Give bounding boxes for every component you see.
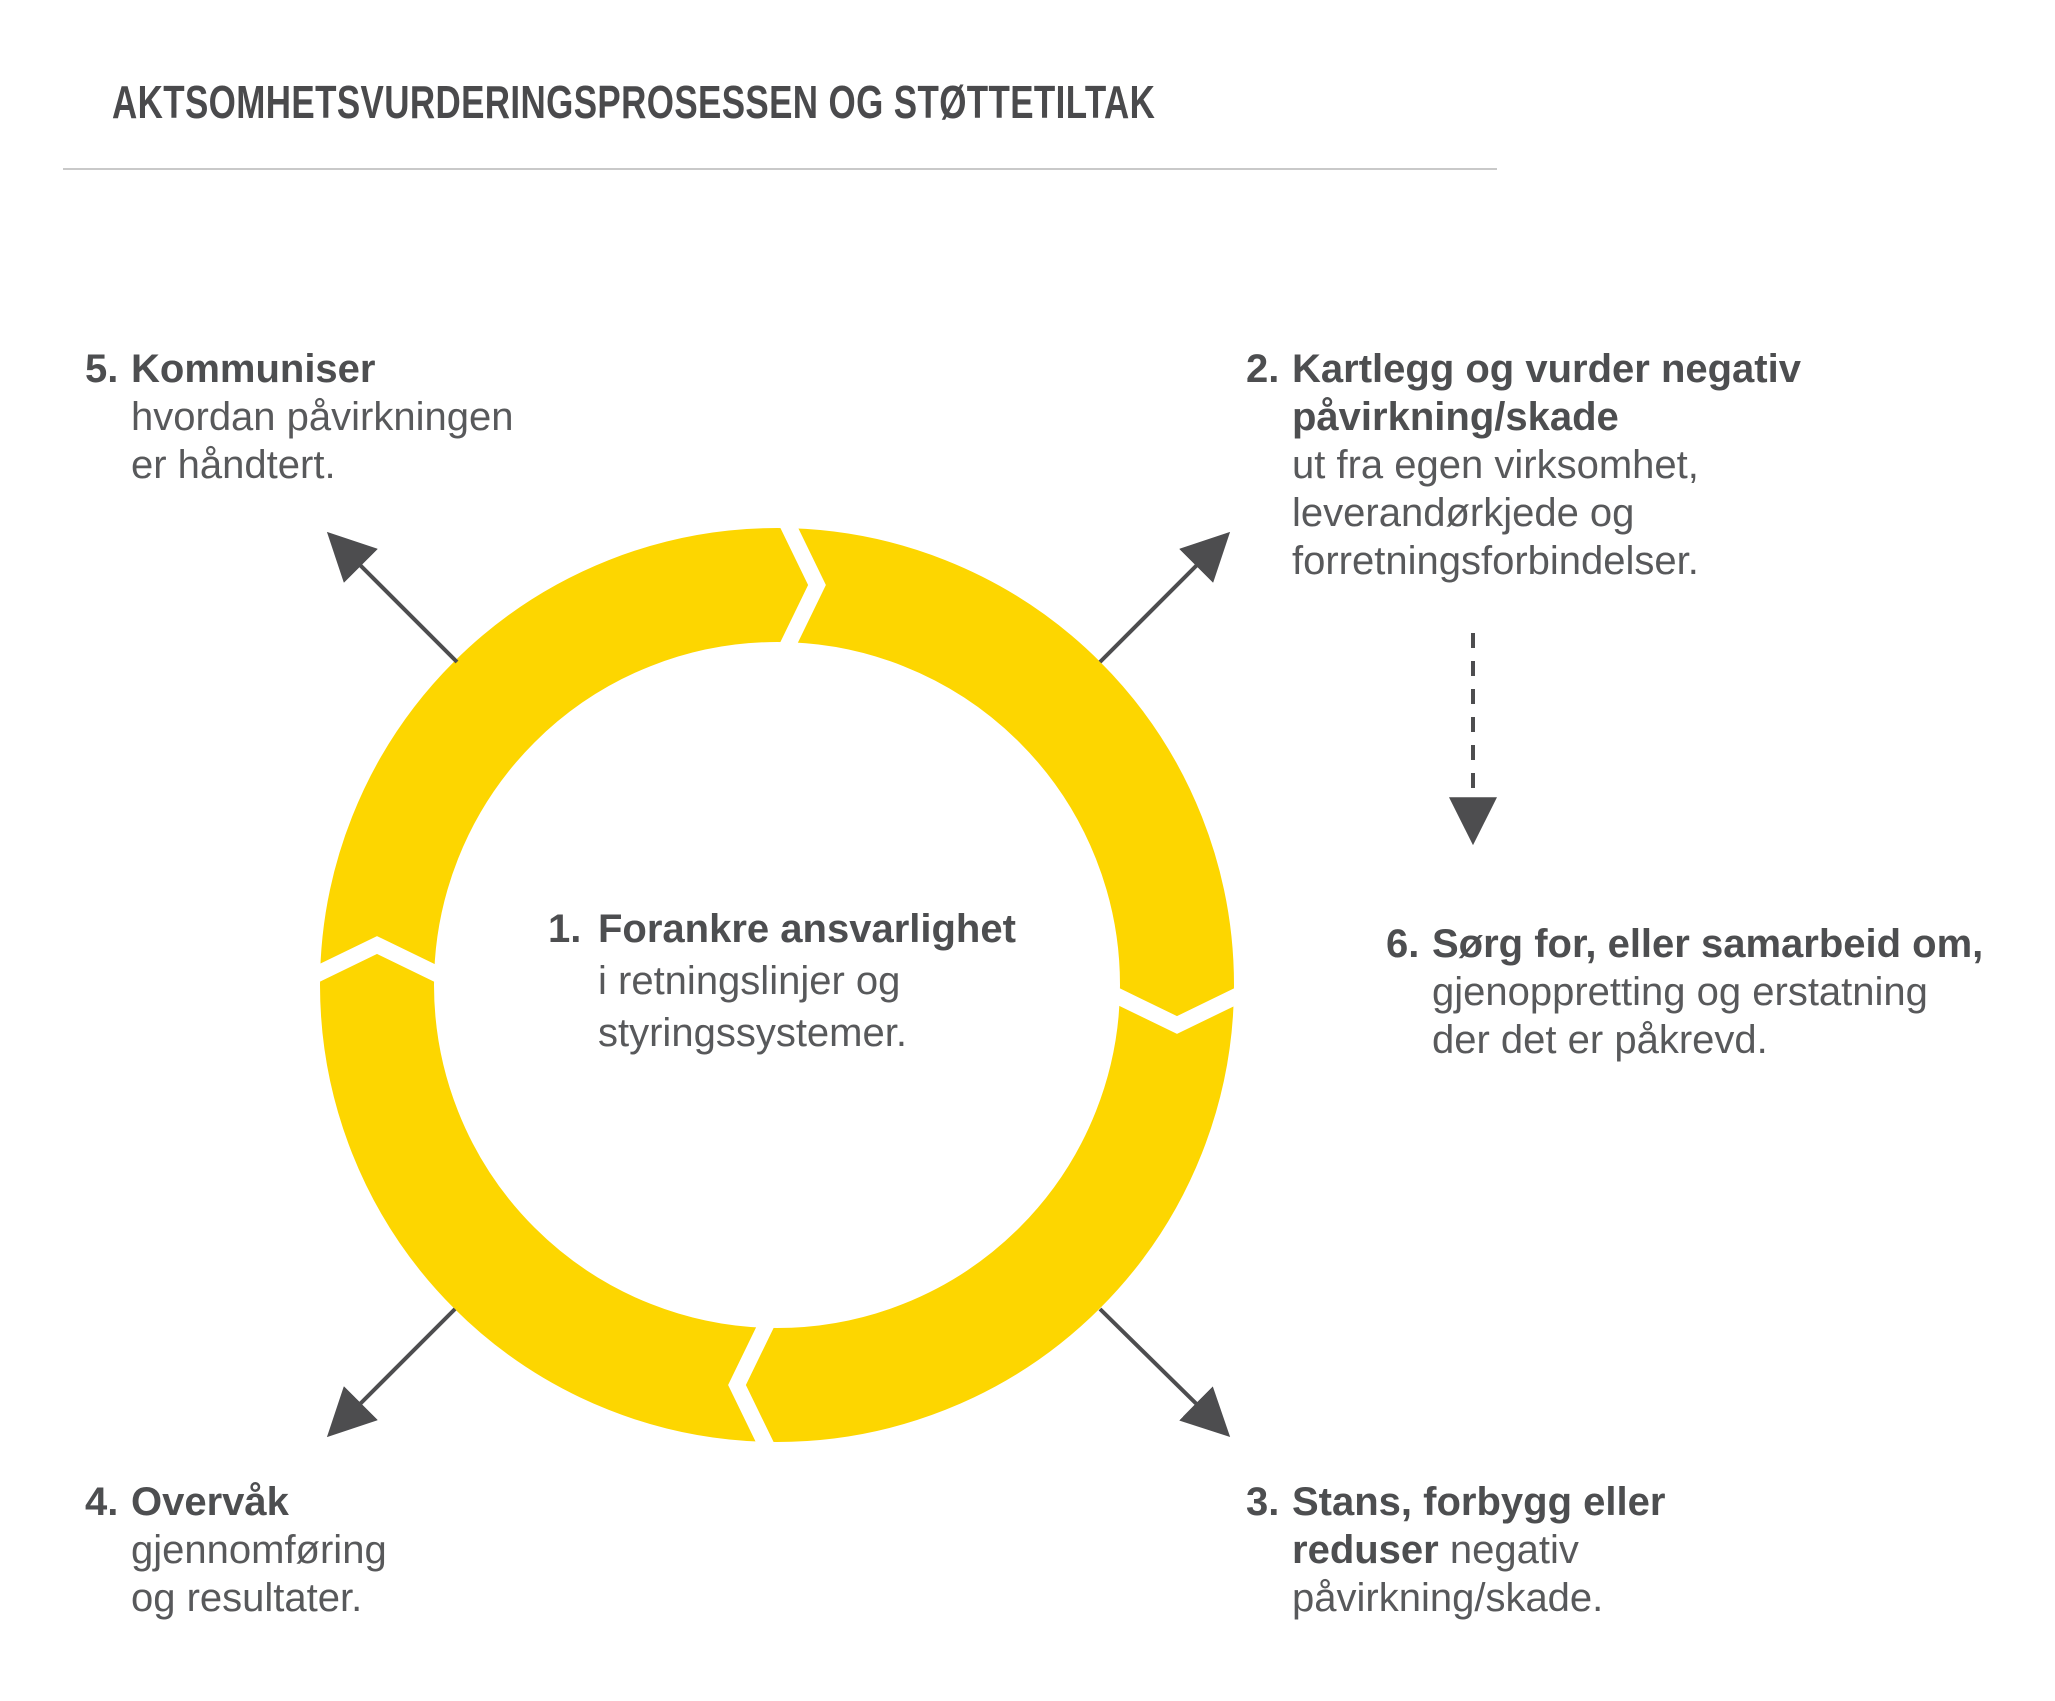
step-5-number: 5.	[85, 347, 119, 391]
page-title: AKTSOMHETSVURDERINGSPROSESSEN OG STØTTET…	[112, 75, 1485, 129]
text-line: hvordan påvirkningen	[131, 395, 514, 439]
text-line: ut fra egen virksomhet,	[1292, 443, 1699, 487]
text-line: i retningslinjer og	[598, 959, 901, 1003]
text-line: og resultater.	[131, 1576, 363, 1620]
step-2-number: 2.	[1246, 347, 1280, 391]
step-1-label: 1. Forankre ansvarlighet i retningslinjer…	[548, 903, 1016, 1059]
text-line: påvirkning/skade.	[1292, 1576, 1604, 1620]
text-line: der det er påkrevd.	[1432, 1018, 1768, 1062]
page-title-text: AKTSOMHETSVURDERINGSPROSESSEN OG STØTTET…	[112, 76, 1156, 128]
text-line: Kommuniser	[131, 347, 376, 391]
text-line: gjennomføring	[131, 1528, 387, 1572]
text-line: styringssystemer.	[598, 1011, 907, 1055]
text-line: forretningsforbindelser.	[1292, 539, 1699, 583]
text-line: Sørg for, eller samarbeid om,	[1432, 922, 1984, 966]
text-line: leverandørkjede og	[1292, 491, 1635, 535]
step-1-text: Forankre ansvarlighet i retningslinjer og…	[598, 903, 1016, 1059]
step-6-label: 6. Sørg for, eller samarbeid om,gjenoppr…	[1386, 920, 1983, 1064]
arrow-to-step2-icon	[1098, 531, 1231, 664]
arrow-to-step3-icon	[1098, 1307, 1231, 1438]
title-divider	[63, 168, 1497, 170]
step-1-number: 1.	[548, 907, 582, 951]
step-6-text: Sørg for, eller samarbeid om,gjenopprett…	[1432, 920, 1983, 1064]
text-line: er håndtert.	[131, 443, 336, 487]
text-line: Kartlegg og vurder negativ	[1292, 347, 1801, 391]
step-3-number: 3.	[1246, 1480, 1280, 1524]
arrow-to-step5-icon	[326, 531, 459, 664]
text-line: reduser negativ	[1292, 1528, 1579, 1572]
step-4-number: 4.	[85, 1480, 119, 1524]
cycle-ring	[320, 528, 1234, 1442]
arrow-to-step4-icon	[326, 1307, 457, 1438]
text-line: påvirkning/skade	[1292, 395, 1619, 439]
text-line: Overvåk	[131, 1480, 289, 1524]
text-line: Forankre ansvarlighet	[598, 907, 1016, 951]
step-6-number: 6.	[1386, 922, 1420, 966]
text-line: Stans, forbygg eller	[1292, 1480, 1666, 1524]
text-line: gjenoppretting og erstatning	[1432, 970, 1928, 1014]
